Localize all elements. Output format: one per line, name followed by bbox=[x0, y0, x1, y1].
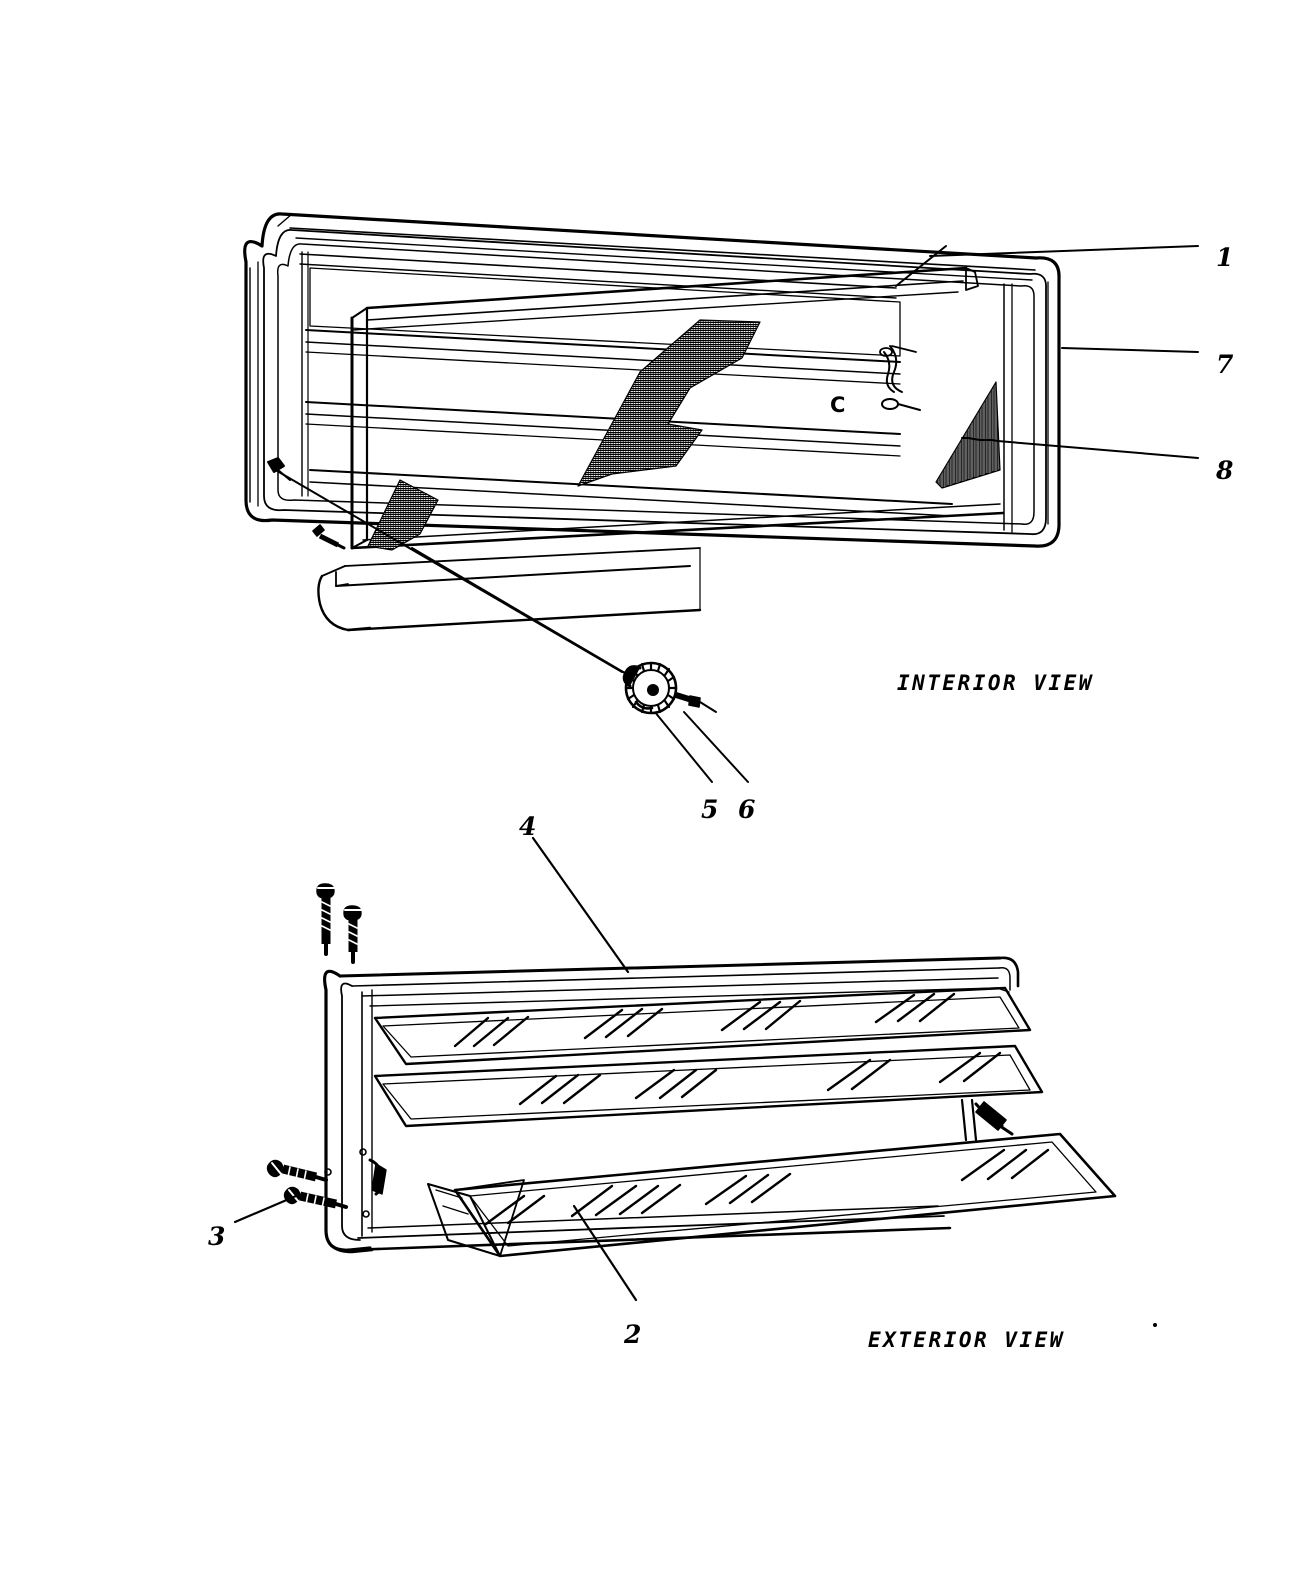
callout-1: 1 bbox=[1216, 243, 1234, 272]
callout-4: 4 bbox=[519, 812, 537, 841]
sill-drip-cap bbox=[317, 547, 702, 632]
exterior-view-assembly bbox=[233, 836, 1117, 1302]
leader-8 bbox=[961, 437, 1199, 459]
exterior-jamb-hardware bbox=[324, 1148, 387, 1218]
leader-7 bbox=[1061, 347, 1199, 353]
glass-pane-upper bbox=[309, 267, 901, 357]
screw-lower-a bbox=[266, 1159, 328, 1182]
leader-crank-from-sash bbox=[411, 547, 631, 677]
interior-view-assembly: C bbox=[243, 212, 1199, 783]
glass-louver-upper bbox=[373, 986, 1032, 1066]
glass-louver-lower bbox=[427, 1132, 1117, 1258]
interior-small-screw bbox=[312, 524, 346, 550]
glass-mark-letter: C bbox=[830, 393, 845, 417]
exterior-view-label: EXTERIOR VIEW bbox=[868, 1328, 1065, 1352]
screw-upper-b bbox=[343, 905, 362, 964]
leader-4 bbox=[531, 836, 630, 974]
exterior-operator-arm bbox=[960, 1098, 1014, 1142]
window-frame-jamb-outer bbox=[243, 212, 1061, 548]
frame-head-rail bbox=[277, 213, 1036, 299]
glass-highlights bbox=[484, 1148, 1050, 1226]
leader-lines-crank bbox=[271, 467, 749, 783]
crank-retaining-screw bbox=[675, 692, 717, 713]
mounting-screws-lower bbox=[266, 1159, 348, 1209]
print-speck bbox=[1153, 1323, 1157, 1327]
screw-upper-a bbox=[316, 883, 335, 956]
callout-6: 6 bbox=[738, 795, 756, 824]
callout-3: 3 bbox=[208, 1222, 226, 1251]
interior-sash-rails bbox=[305, 329, 953, 517]
callout-8: 8 bbox=[1216, 456, 1234, 485]
callout-7: 7 bbox=[1216, 350, 1234, 379]
leader-1 bbox=[929, 245, 1199, 257]
callout-5: 5 bbox=[701, 795, 719, 824]
glass-highlights bbox=[518, 1051, 1002, 1106]
leader-2 bbox=[572, 1204, 638, 1302]
insect-screen bbox=[367, 319, 1001, 551]
mounting-screws-upper bbox=[316, 883, 362, 964]
leader-6 bbox=[683, 711, 749, 783]
glass-louver-middle bbox=[373, 1044, 1044, 1128]
interior-sash-frame bbox=[350, 266, 1005, 550]
operator-linkage-arms bbox=[879, 345, 921, 411]
leader-lines-exterior bbox=[233, 836, 638, 1302]
glass-highlights bbox=[453, 992, 956, 1048]
exterior-window-frame bbox=[323, 956, 1020, 1254]
operator-crank-knob bbox=[622, 661, 678, 715]
leader-lines-right bbox=[895, 245, 1199, 459]
leader-3 bbox=[233, 1194, 298, 1224]
leader-1-hook bbox=[895, 245, 947, 287]
leader-5 bbox=[649, 705, 713, 783]
interior-view-label: INTERIOR VIEW bbox=[897, 671, 1094, 695]
callout-2: 2 bbox=[624, 1320, 642, 1349]
